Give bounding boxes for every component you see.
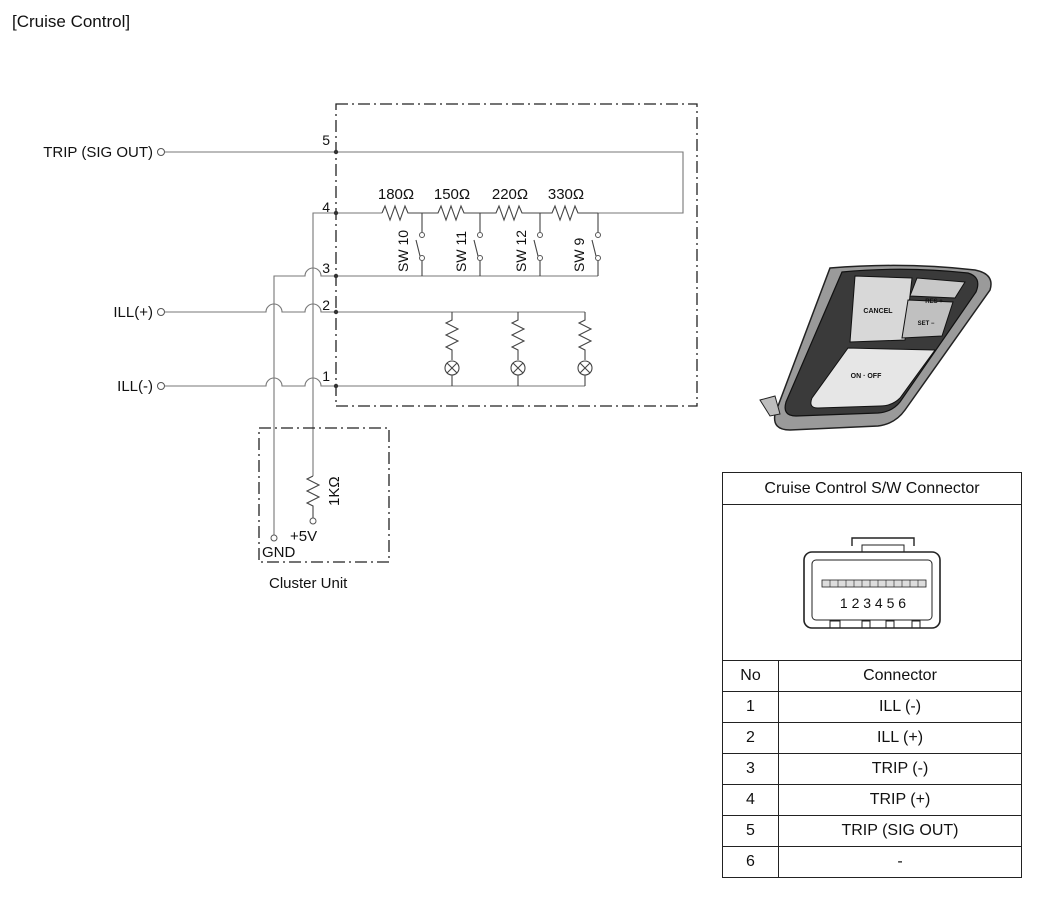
- pin-2-label: 2: [322, 297, 330, 313]
- sw11-label: SW 11: [453, 231, 469, 272]
- ill-minus-label: ILL(-): [117, 378, 153, 395]
- cruise-switch-panel-illustration: CANCEL RES + SET − ON · OFF: [759, 264, 992, 431]
- cluster-unit-label: Cluster Unit: [269, 575, 348, 592]
- resistor-180-label: 180Ω: [378, 186, 414, 203]
- cluster-gnd-label: GND: [262, 544, 296, 561]
- table-row: 4 TRIP (+): [722, 784, 1022, 816]
- pin-5-label: 5: [322, 132, 330, 148]
- cluster-supply-label: +5V: [290, 528, 317, 545]
- resistor-150-label: 150Ω: [434, 186, 470, 203]
- ill-plus-wire: [165, 303, 585, 313]
- trip-sig-out-wire: [165, 151, 684, 214]
- sw9-label: SW 9: [571, 238, 587, 272]
- illumination-branch-2: [510, 312, 526, 386]
- on-off-button-label: ON · OFF: [851, 373, 882, 380]
- ill-plus-label: ILL(+): [113, 304, 153, 321]
- cluster-resistor-label: 1KΩ: [326, 476, 343, 506]
- switch-sw11: [473, 213, 483, 276]
- connector-image-cell: [722, 504, 1022, 661]
- table-row: 2 ILL (+): [722, 722, 1022, 754]
- table-row: 1 ILL (-): [722, 691, 1022, 723]
- connector-table-header-row: No Connector: [722, 660, 1022, 692]
- connector-table: Cruise Control S/W Connector No Connecto…: [722, 472, 1022, 878]
- set-button-label: SET −: [918, 321, 935, 327]
- sw12-label: SW 12: [513, 230, 529, 272]
- table-row: 3 TRIP (-): [722, 753, 1022, 785]
- switch-sw9: [591, 213, 601, 276]
- col-connector-header: Connector: [778, 660, 1022, 692]
- trip-plus-wire: [312, 212, 382, 476]
- cancel-button-label: CANCEL: [863, 308, 893, 315]
- resistor-330-label: 330Ω: [548, 186, 584, 203]
- sw10-label: SW 10: [395, 230, 411, 272]
- pin-1-label: 1: [322, 368, 330, 384]
- table-row: 6 -: [722, 846, 1022, 878]
- illumination-branch-1: [444, 312, 460, 386]
- table-row: 5 TRIP (SIG OUT): [722, 815, 1022, 847]
- switch-sw10: [415, 213, 425, 276]
- ill-plus-terminal: [157, 308, 165, 316]
- resistor-ladder: [381, 204, 598, 222]
- ill-minus-wire: [165, 377, 585, 387]
- trip-sig-out-label: TRIP (SIG OUT): [43, 144, 153, 161]
- ill-minus-terminal: [157, 382, 165, 390]
- resistor-220-label: 220Ω: [492, 186, 528, 203]
- res-button-label: RES +: [925, 299, 943, 305]
- cluster-unit-boundary: [258, 427, 390, 563]
- switch-assembly-boundary: [335, 103, 698, 407]
- switch-sw12: [533, 213, 543, 276]
- illumination-branch-3: [577, 312, 593, 386]
- page-title: [Cruise Control]: [12, 12, 131, 31]
- connector-table-title: Cruise Control S/W Connector: [722, 472, 1022, 505]
- trip-minus-wire: [273, 267, 598, 535]
- cluster-1k-resistor: [305, 475, 321, 518]
- pin-3-label: 3: [322, 260, 330, 276]
- trip-sig-out-terminal: [157, 148, 165, 156]
- pin-4-label: 4: [322, 199, 330, 215]
- col-no-header: No: [722, 660, 779, 692]
